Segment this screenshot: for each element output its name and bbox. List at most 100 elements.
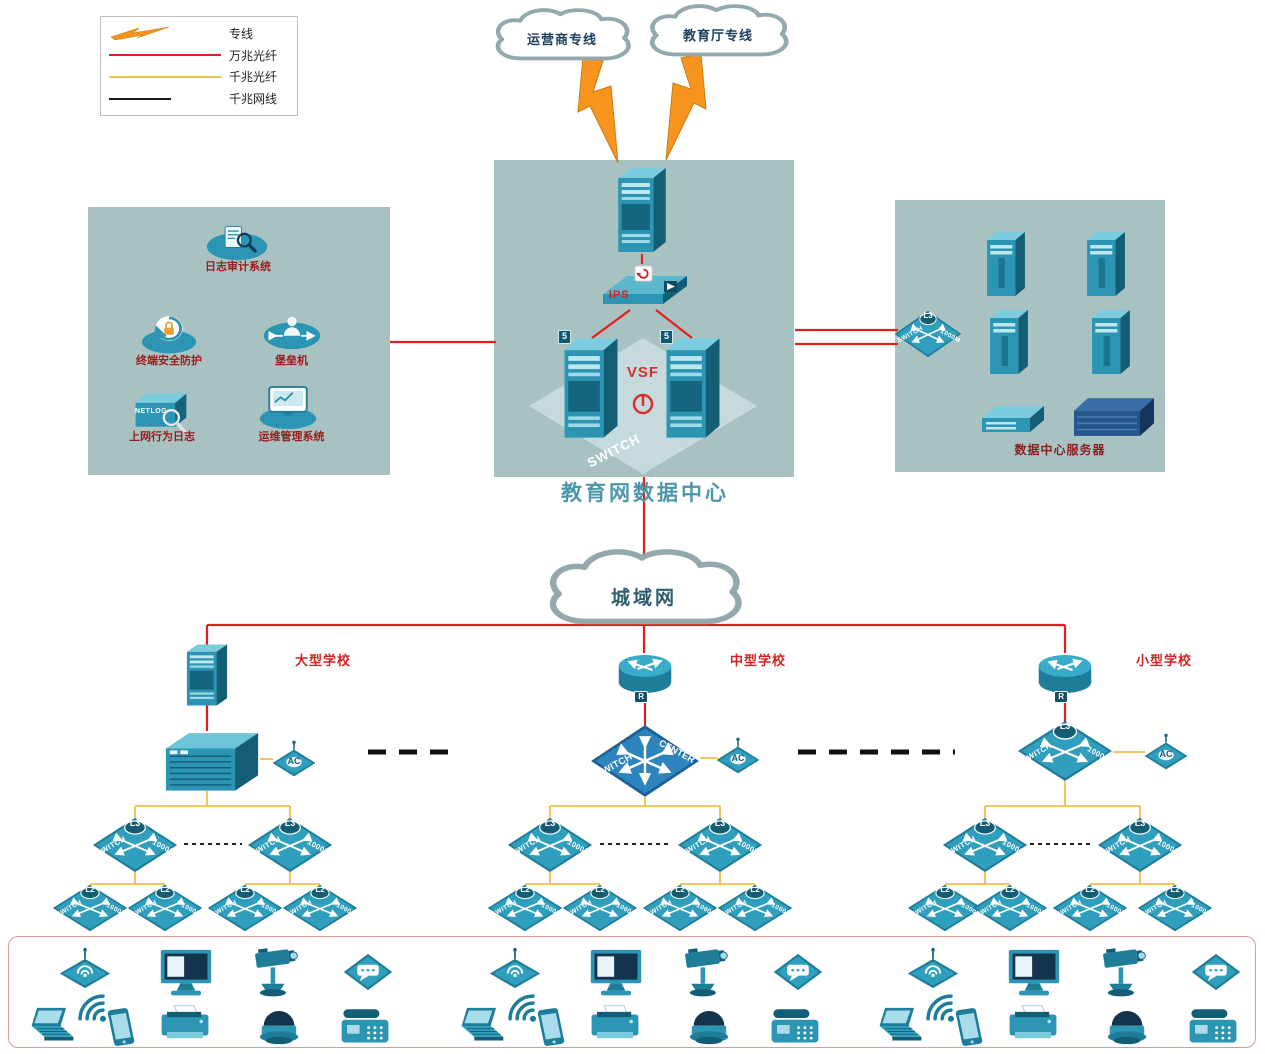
switch-tier-badge: L2 <box>520 884 530 894</box>
ac-badge: AC <box>1159 749 1173 760</box>
vsf-switch-right-node: 5 <box>660 330 722 440</box>
switch-tier-badge: L3 <box>1059 721 1071 732</box>
switch-tier-badge: L2 <box>595 884 605 894</box>
server-icon <box>1085 230 1127 296</box>
desktop-computer-icon <box>158 948 214 1000</box>
switch-tower-icon <box>664 336 722 440</box>
small-school-label: 小型学校 <box>1135 653 1192 668</box>
firewall-icon <box>616 166 668 254</box>
lightning-bolt-operator <box>577 56 619 164</box>
10g-fiber-lines <box>205 254 1067 731</box>
desktop-computer-node <box>588 948 644 1000</box>
router-badge: R <box>1054 690 1068 703</box>
ips-label: IPS <box>608 288 630 301</box>
endpoint-protection-node <box>140 310 198 356</box>
printer-node <box>1006 1004 1060 1046</box>
bastion-host-label: 堡垒机 <box>275 355 308 367</box>
switch-tier-badge: L2 <box>1085 884 1095 894</box>
server-node <box>988 308 1030 374</box>
chat-client-node <box>1190 952 1242 992</box>
server-farm-l3-switch-node: L3 SWITCH 1000M <box>894 310 962 358</box>
desktop-computer-icon <box>1006 948 1062 1000</box>
lightning-bolt-education <box>665 53 707 161</box>
dome-camera-node <box>256 1000 302 1046</box>
ptz-camera-icon <box>252 942 304 1000</box>
chat-client-icon <box>342 952 394 992</box>
lightning-icon <box>110 27 170 41</box>
rack-server-icon <box>1072 396 1156 438</box>
tower-tag: 5 <box>660 330 674 344</box>
black-line-swatch <box>109 97 171 100</box>
switch-tier-badge: L2 <box>675 884 685 894</box>
storage-node <box>978 400 1048 436</box>
large-school-core-node <box>164 729 260 791</box>
switch-tier-badge: L2 <box>315 884 325 894</box>
legend-row-1g-cable: 千兆网线 <box>109 90 289 107</box>
dome-camera-icon <box>686 1000 732 1046</box>
dome-camera-icon <box>1104 1000 1150 1046</box>
education-line-cloud: 教育厅专线 <box>640 2 796 66</box>
ac-badge: AC <box>287 756 301 767</box>
switch-tier-badge: L3 <box>129 818 141 829</box>
smartphone-icon <box>104 1006 138 1048</box>
desktop-computer-node <box>1006 948 1062 1000</box>
endpoint-protection-icon <box>140 310 198 356</box>
server-node <box>1090 308 1132 374</box>
log-audit-label: 日志审计系统 <box>205 261 271 273</box>
medium-school-ac-node: AC <box>715 737 761 775</box>
vsf-ring-icon <box>632 393 654 415</box>
chat-client-node <box>342 952 394 992</box>
legend-label: 万兆光纤 <box>229 48 278 63</box>
netlog-node: NETLOG <box>130 390 192 434</box>
switch-tier-badge: L2 <box>750 884 760 894</box>
smartphone-icon <box>534 1006 568 1048</box>
terminal-devices-box <box>8 936 1256 1048</box>
legend-row-1g-fiber: 千兆光纤 <box>109 68 289 85</box>
bastion-host-node <box>262 312 322 352</box>
server-icon <box>985 230 1027 296</box>
small-school-core-switch-node: L3 SWITCH 1000M <box>1017 720 1113 782</box>
server-node <box>985 230 1027 296</box>
desktop-computer-node <box>158 948 214 1000</box>
1g-fiber-lines <box>90 751 1175 885</box>
large-school-ac-node: AC <box>271 740 317 778</box>
large-school-firewall-node <box>185 643 229 707</box>
switch-tier-badge: L2 <box>1005 884 1015 894</box>
router-badge: R <box>634 690 648 703</box>
printer-icon <box>158 1004 212 1046</box>
server-icon <box>988 308 1030 374</box>
legend-row-dedicated: 专线 <box>109 25 289 42</box>
server-node <box>1085 230 1127 296</box>
firewall-icon <box>185 643 229 707</box>
legend-label: 千兆光纤 <box>229 70 278 85</box>
cloud-label: 教育厅专线 <box>682 28 753 44</box>
cloud-label: 运营商专线 <box>526 32 597 48</box>
ptz-camera-node <box>682 942 734 1000</box>
ips-node: IPS <box>601 264 689 312</box>
datacenter-title: 教育网数据中心 <box>561 481 729 505</box>
switch-tier-badge: L2 <box>1170 884 1180 894</box>
netlog-tag: NETLOG <box>134 408 168 416</box>
vsf-label: VSF <box>626 364 660 381</box>
dome-camera-node <box>1104 1000 1150 1046</box>
telephone-node <box>768 1004 822 1046</box>
switch-tier-badge: L2 <box>85 884 95 894</box>
terminal-group-large-school <box>28 940 428 1050</box>
